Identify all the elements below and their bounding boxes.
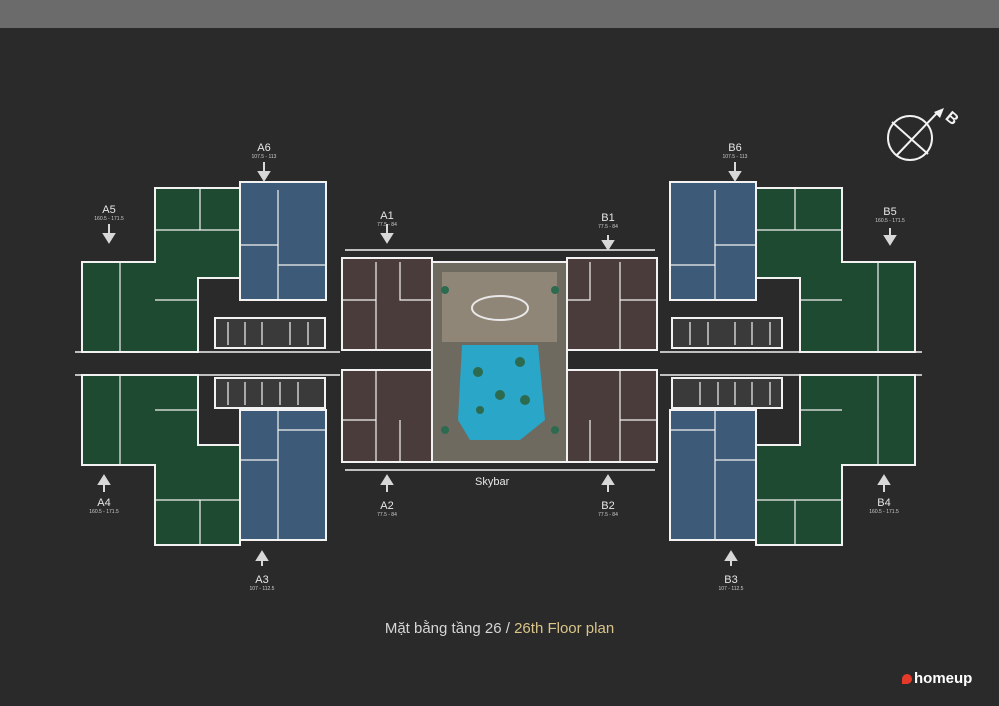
unit-label-b6: B6 107.5 - 113 <box>705 142 765 161</box>
unit-label-a3: A3 107 - 112.5 <box>232 574 292 593</box>
floor-plan <box>75 162 922 566</box>
top-bar <box>0 0 999 28</box>
unit-b1 <box>566 257 658 351</box>
caption-en: 26th Floor plan <box>514 620 615 637</box>
center-block <box>341 257 658 463</box>
unit-area: 107 - 112.5 <box>718 586 744 592</box>
unit-area: 77.5 - 84 <box>598 512 618 518</box>
brand-name: homeup <box>914 670 973 687</box>
unit-code: A6 <box>257 142 271 154</box>
unit-label-a4: A4 160.5 - 171.5 <box>74 497 134 516</box>
unit-area: 77.5 - 84 <box>598 224 618 230</box>
unit-a1 <box>341 257 433 351</box>
unit-b4 <box>755 374 916 546</box>
unit-code: A1 <box>380 210 394 222</box>
unit-label-a2: A2 77.5 - 84 <box>357 500 417 519</box>
unit-area: 160.5 - 171.5 <box>94 216 124 222</box>
skybar-deck <box>442 272 557 342</box>
skybar-label: Skybar <box>475 476 510 488</box>
unit-code: A2 <box>380 500 394 512</box>
core-right-top <box>671 317 783 349</box>
tower-left <box>81 181 327 546</box>
unit-area: 160.5 - 171.5 <box>89 509 119 515</box>
core-left-top <box>214 317 326 349</box>
unit-b2 <box>566 369 658 463</box>
unit-label-b1: B1 77.5 - 84 <box>578 212 638 231</box>
unit-area: 107.5 - 113 <box>251 154 277 160</box>
unit-label-b2: B2 77.5 - 84 <box>578 500 638 519</box>
corridor-left <box>75 351 340 376</box>
unit-arrows <box>97 162 897 566</box>
plan-caption: Mặt bằng tầng 26 / 26th Floor plan <box>0 620 999 637</box>
unit-label-b5: B5 160.5 - 171.5 <box>860 206 920 225</box>
unit-label-a6: A6 107.5 - 113 <box>234 142 294 161</box>
homeup-logo-icon <box>902 674 912 684</box>
unit-area: 160.5 - 171.5 <box>875 218 905 224</box>
unit-code: B1 <box>601 212 615 224</box>
unit-label-b3: B3 107 - 112.5 <box>701 574 761 593</box>
core-right-bottom <box>671 377 783 409</box>
compass-letter: B <box>942 109 962 129</box>
unit-area: 107.5 - 113 <box>722 154 748 160</box>
unit-area: 107 - 112.5 <box>249 586 275 592</box>
unit-label-a5: A5 160.5 - 171.5 <box>79 204 139 223</box>
unit-code: B2 <box>601 500 615 512</box>
unit-label-b4: B4 160.5 - 171.5 <box>854 497 914 516</box>
brand-logo: homeup <box>902 670 972 687</box>
unit-a2 <box>341 369 433 463</box>
skybar-feature <box>471 295 529 321</box>
unit-a6 <box>239 181 327 301</box>
unit-code: A5 <box>102 204 116 216</box>
unit-a3 <box>239 409 327 541</box>
unit-code: B6 <box>728 142 742 154</box>
unit-area: 160.5 - 171.5 <box>869 509 899 515</box>
corridor-right <box>660 351 922 376</box>
unit-label-a1: A1 77.5 - 84 <box>357 210 417 229</box>
unit-area: 77.5 - 84 <box>377 512 397 518</box>
compass-icon: B <box>887 108 962 161</box>
unit-code: A4 <box>97 497 111 509</box>
unit-area: 77.5 - 84 <box>377 222 397 228</box>
unit-code: B4 <box>877 497 891 509</box>
unit-code: A3 <box>255 574 269 586</box>
unit-code: B3 <box>724 574 738 586</box>
tower-right <box>669 181 916 546</box>
skybar-rail <box>345 249 655 471</box>
unit-b6 <box>669 181 757 301</box>
core-left-bottom <box>214 377 326 409</box>
unit-code: B5 <box>883 206 897 218</box>
caption-vi: Mặt bằng tầng 26 / <box>384 620 515 637</box>
